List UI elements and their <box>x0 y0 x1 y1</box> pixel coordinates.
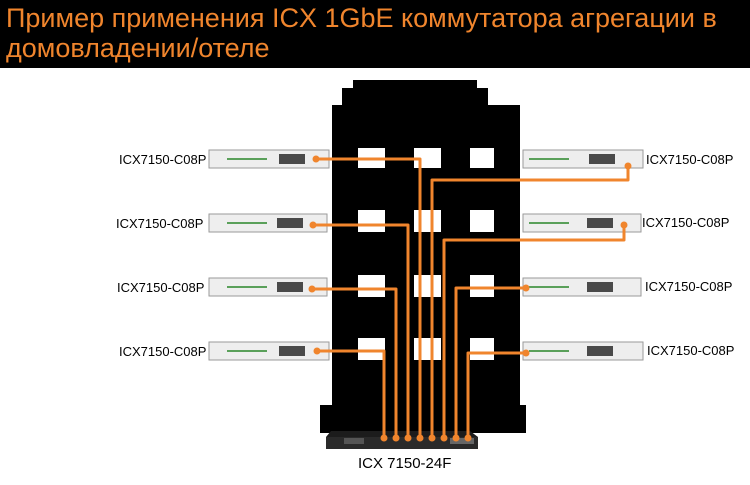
cable-right-1 <box>430 164 630 440</box>
switch-label-left-4: ICX7150-C08P <box>119 344 207 359</box>
window <box>358 210 385 232</box>
access-switch-right-4 <box>522 341 644 361</box>
window <box>358 275 385 297</box>
building <box>320 80 526 433</box>
access-switch-right-1 <box>522 149 644 170</box>
aggregation-switch-label: ICX 7150-24F <box>358 455 452 472</box>
access-switch-left-2 <box>208 213 328 233</box>
window <box>414 275 441 297</box>
cable-left-1 <box>314 157 422 440</box>
switch-label-right-4: ICX7150-C08P <box>647 343 735 358</box>
access-switch-right-3 <box>522 277 642 297</box>
window <box>414 210 441 232</box>
window <box>470 148 494 168</box>
window <box>414 338 441 360</box>
switch-label-left-1: ICX7150-C08P <box>119 152 207 167</box>
uplink-ports <box>380 434 472 442</box>
aggregation-switch <box>326 431 478 449</box>
cable-left-4 <box>315 349 386 440</box>
switch-label-left-2: ICX7150-C08P <box>116 216 204 231</box>
access-switch-left-1 <box>208 149 330 169</box>
window <box>470 210 494 232</box>
switch-label-left-3: ICX7150-C08P <box>117 280 205 295</box>
switch-label-right-1: ICX7150-C08P <box>646 152 734 167</box>
cable-right-2 <box>442 223 626 440</box>
access-switch-right-2 <box>522 213 642 233</box>
cable-left-3 <box>310 287 398 440</box>
cable-right-4 <box>466 351 528 440</box>
cable-right-3 <box>454 286 528 440</box>
switch-label-right-2: ICX7150-C08P <box>642 215 730 230</box>
window <box>470 275 494 297</box>
title-bar: Пример применения ICX 1GbE коммутатора а… <box>0 0 750 68</box>
uplink-cables <box>310 157 630 440</box>
cable-left-2 <box>311 223 410 440</box>
access-switch-left-3 <box>208 277 328 297</box>
switch-label-right-3: ICX7150-C08P <box>645 279 733 294</box>
page-title: Пример применения ICX 1GbE коммутатора а… <box>6 3 717 33</box>
window <box>358 338 385 360</box>
page-title-continuation: домовладении/отеле <box>6 33 270 63</box>
access-switch-left-4 <box>208 341 330 361</box>
window <box>470 338 494 360</box>
